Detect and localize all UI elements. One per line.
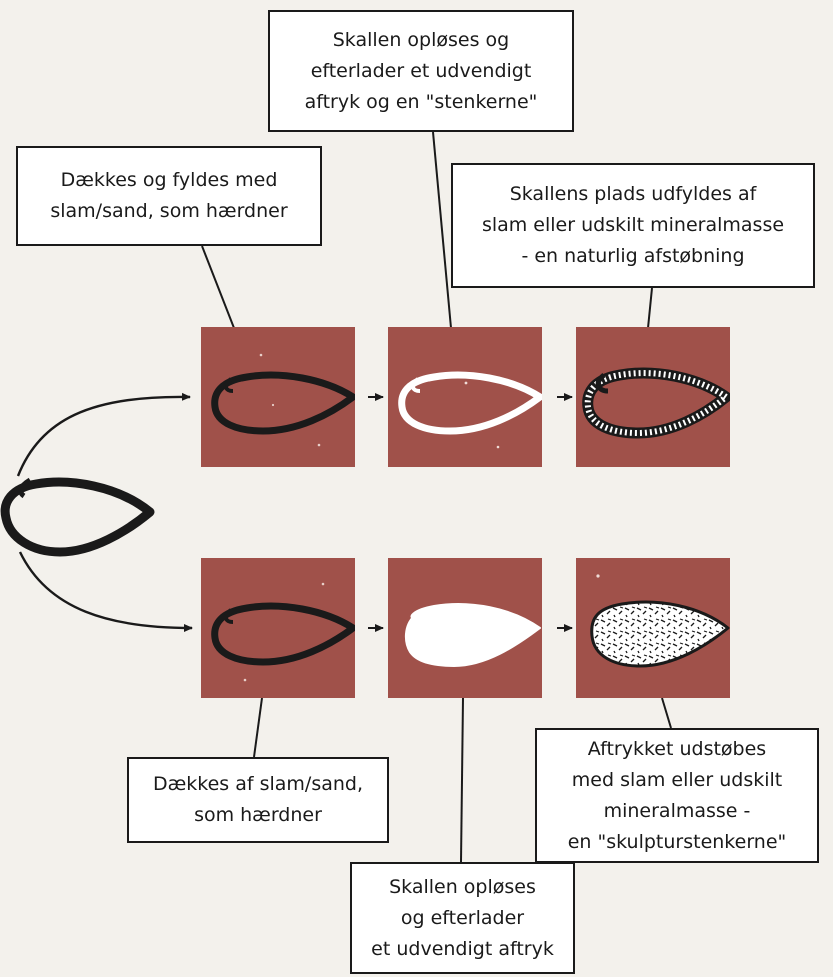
empty-mold-outline-icon	[388, 327, 542, 467]
speckled-filled-cast-icon	[576, 558, 730, 698]
callout-top-right: Skallens plads udfyldes af slam eller ud…	[451, 163, 815, 288]
callout-bottom-left: Dækkes af slam/sand, som hærdner	[127, 757, 389, 843]
callout-line: Skallen opløses og	[333, 25, 510, 56]
panel-bottom-dissolved	[388, 558, 542, 698]
callout-line: efterlader et udvendigt	[311, 56, 532, 87]
callout-line: Skallens plads udfyldes af	[510, 179, 757, 210]
callout-line: Aftrykket udstøbes	[588, 734, 766, 765]
original-shell-icon	[5, 480, 150, 552]
callout-line: - en naturlig afstøbning	[521, 241, 744, 272]
panel-top-natural-cast	[576, 327, 730, 467]
panel-bottom-buried	[201, 558, 355, 698]
callout-line: aftryk og en "stenkerne"	[305, 87, 538, 118]
panel-bottom-sculpture-cast	[576, 558, 730, 698]
buried-shell-icon	[201, 327, 355, 467]
leader-top-left	[202, 246, 234, 328]
leader-top-right	[648, 288, 652, 328]
buried-shell-icon	[201, 558, 355, 698]
leader-bottom-right	[662, 698, 671, 728]
callout-line: et udvendigt aftryk	[371, 934, 554, 965]
callout-line: Dækkes og fyldes med	[61, 165, 278, 196]
panel-top-dissolved	[388, 327, 542, 467]
leader-top-center	[433, 132, 451, 328]
callout-line: slam eller udskilt mineralmasse	[482, 210, 784, 241]
speckled-cast-outline-icon	[576, 327, 730, 467]
callout-line: som hærdner	[194, 800, 322, 831]
callout-line: Dækkes af slam/sand,	[153, 769, 363, 800]
callout-top-left: Dækkes og fyldes med slam/sand, som hærd…	[16, 146, 322, 246]
leader-bottom-center	[461, 698, 463, 862]
leader-bottom-left	[254, 698, 262, 757]
callout-bottom-right: Aftrykket udstøbes med slam eller udskil…	[535, 728, 819, 863]
callout-line: Skallen opløses	[389, 872, 536, 903]
callout-line: en "skulpturstenkerne"	[568, 827, 787, 858]
arrow-to-top-row	[18, 397, 190, 476]
callout-top-center: Skallen opløses og efterlader et udvendi…	[268, 10, 574, 132]
callout-line: slam/sand, som hærdner	[50, 196, 287, 227]
callout-line: mineralmasse -	[604, 796, 751, 827]
arrow-to-bottom-row	[20, 552, 192, 628]
panel-top-buried	[201, 327, 355, 467]
callout-line: og efterlader	[401, 903, 524, 934]
callout-bottom-center: Skallen opløses og efterlader et udvendi…	[350, 862, 575, 974]
filled-mold-icon	[388, 558, 542, 698]
callout-line: med slam eller udskilt	[572, 765, 782, 796]
